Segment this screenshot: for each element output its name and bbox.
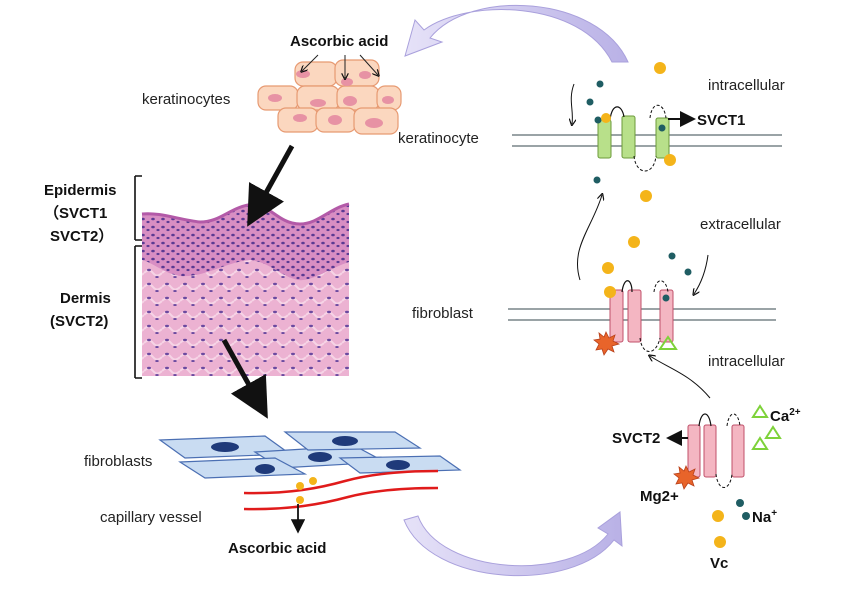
keratinocyte-cluster	[257, 54, 402, 135]
keratinocyte-membrane	[512, 134, 782, 147]
sodium-ion	[658, 124, 666, 132]
sodium-ion	[668, 252, 676, 260]
extracellular-label: extracellular	[700, 216, 781, 233]
mg2-label: Mg2+	[640, 488, 679, 505]
ascorbic-acid-top-label: Ascorbic acid	[290, 33, 388, 50]
sodium-ion	[594, 116, 602, 124]
vitamin-c-dot	[640, 190, 652, 202]
fibroblast-cells	[158, 431, 462, 479]
svct2-transporter-legend	[687, 424, 745, 478]
vitamin-c-dot	[628, 236, 640, 248]
keratinocyte-label: keratinocyte	[398, 130, 479, 147]
dermis-bracket	[134, 245, 142, 379]
epidermis-bracket	[134, 175, 142, 241]
arrow-keratinocytes-to-epidermis	[247, 144, 295, 227]
svct2-transporter-membrane	[609, 289, 674, 343]
vitamin-c-dot	[712, 510, 724, 522]
transport-arrow-up	[576, 195, 602, 281]
intracellular-top-label: intracellular	[708, 77, 785, 94]
ascorbic-acid-bottom-label: Ascorbic acid	[228, 540, 326, 557]
capillary-vessel-label: capillary vessel	[100, 509, 202, 526]
cycle-arrow-bottom	[403, 511, 623, 576]
vitamin-c-dot	[601, 113, 611, 123]
vitamin-c-dot	[602, 262, 614, 274]
svct1-label: SVCT1	[697, 112, 745, 129]
sodium-ion	[586, 98, 594, 106]
calcium-ion	[658, 335, 678, 350]
sodium-ion	[736, 499, 744, 507]
svct1-transporter	[597, 115, 670, 159]
vitamin-c-dot	[664, 154, 676, 166]
dermis-label: Dermis	[60, 290, 111, 307]
vitamin-c-dot	[309, 477, 317, 485]
vitamin-c-dot	[604, 286, 616, 298]
sodium-ion	[742, 512, 750, 520]
vitamin-c-dot	[654, 62, 666, 74]
transport-arrow-curve	[650, 356, 711, 399]
ca2-label: Ca2+	[770, 407, 801, 425]
calcium-ion	[751, 404, 769, 418]
magnesium-ion	[593, 331, 621, 356]
dermis-svct2-label: (SVCT2)	[50, 313, 108, 330]
epidermis-svct2-label: SVCT2）	[50, 227, 113, 245]
keratinocytes-label: keratinocytes	[142, 91, 230, 108]
cycle-arrow-top	[404, 4, 629, 63]
epidermis-svct1-label: （SVCT1	[44, 204, 107, 222]
sodium-ion	[662, 294, 670, 302]
fibroblast-label: fibroblast	[412, 305, 474, 322]
skin-histology-image	[141, 172, 350, 376]
vitamin-c-dot	[714, 536, 726, 548]
svct2-label: SVCT2	[612, 430, 660, 447]
sodium-ion	[596, 80, 604, 88]
intracellular-bottom-label: intracellular	[708, 353, 785, 370]
magnesium-ion	[673, 465, 701, 490]
calcium-ion	[751, 436, 769, 450]
fibroblast-membrane	[508, 308, 776, 321]
sodium-ion	[684, 268, 692, 276]
vitamin-c-dot	[296, 496, 304, 504]
sodium-ion	[593, 176, 601, 184]
na-label: Na+	[752, 508, 777, 526]
epidermis-label: Epidermis	[44, 182, 117, 199]
vc-label: Vc	[710, 555, 728, 572]
fibroblasts-label: fibroblasts	[84, 453, 152, 470]
capillary-vessel	[243, 469, 439, 511]
vitamin-c-dot	[296, 482, 304, 490]
calcium-ion	[764, 425, 782, 439]
arrow-dermis-to-fibroblasts	[221, 338, 268, 419]
